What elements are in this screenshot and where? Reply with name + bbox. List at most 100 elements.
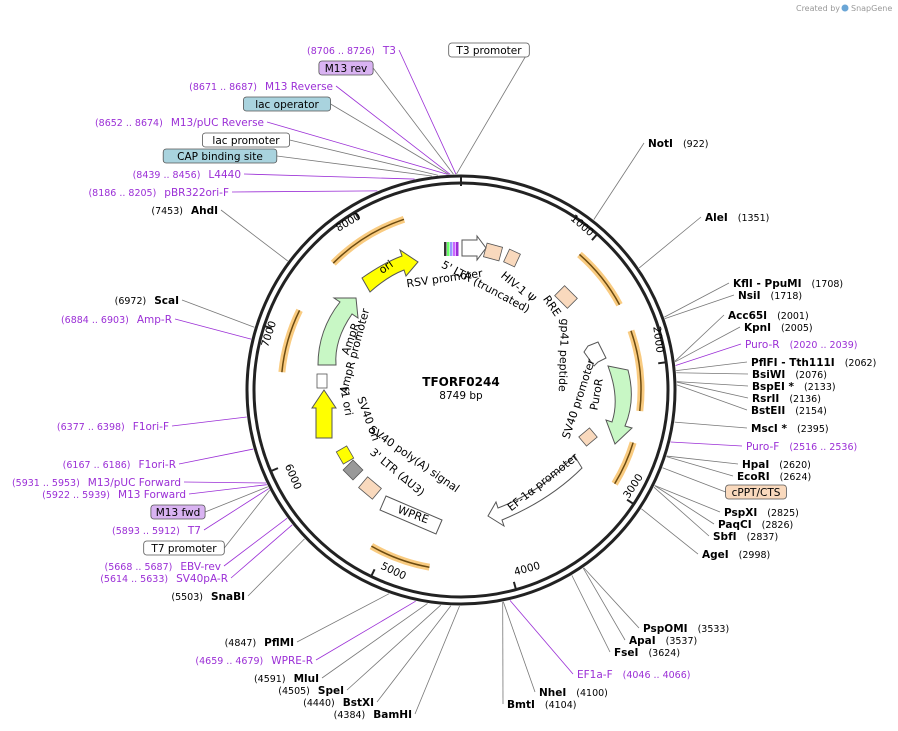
ltr-box <box>482 242 504 262</box>
leader-line <box>220 209 288 262</box>
label-ecori[interactable]: EcoRI(2624) <box>737 471 811 483</box>
label-acc65i[interactable]: Acc65I(2001) <box>728 310 809 322</box>
label-text: (4505)SpeI <box>278 685 344 697</box>
label-t3[interactable]: (8706 .. 8726)T3 <box>307 45 396 57</box>
label-text: (5922 .. 5939)M13 Forward <box>42 489 186 501</box>
credit-brand: SnapGene <box>851 4 892 13</box>
label-sv40pa-r[interactable]: (5614 .. 5633)SV40pA-R <box>100 573 228 585</box>
leader-line <box>666 456 734 477</box>
leader-line <box>223 489 270 549</box>
label-lac-promoter[interactable]: lac promoter <box>201 132 290 148</box>
label-rsrii[interactable]: RsrII(2136) <box>752 393 821 405</box>
label-paqci[interactable]: PaqCI(2826) <box>718 519 793 531</box>
label-pbr322ori-f[interactable]: (8186 .. 8205)pBR322ori-F <box>88 187 229 199</box>
label-text: Puro-F(2516 .. 2536) <box>746 441 857 453</box>
label-f1ori-f[interactable]: (6377 .. 6398)F1ori-F <box>57 421 169 433</box>
label-text: lac promoter <box>212 135 280 147</box>
label-m13-reverse[interactable]: (8671 .. 8687)M13 Reverse <box>189 81 333 93</box>
leader-line <box>346 604 442 691</box>
label-text: BsiWI(2076) <box>752 369 827 381</box>
leader-line <box>171 416 247 427</box>
label-cppt-cts[interactable]: cPPT/CTS <box>725 484 787 500</box>
leader-line <box>181 299 255 328</box>
label-pflmi[interactable]: (4847)PflMI <box>225 637 294 649</box>
label-text: BmtI(4104) <box>507 699 576 711</box>
label-amp-r[interactable]: (6884 .. 6903)Amp-R <box>61 314 172 326</box>
label-pflfi-tth111i[interactable]: PflFI - Tth111I(2062) <box>751 357 876 369</box>
label-fsei[interactable]: FseI(3624) <box>614 647 680 659</box>
small-feature-strip <box>447 242 450 256</box>
label-noti[interactable]: NotI(922) <box>648 138 708 150</box>
leader-line <box>174 318 252 340</box>
label-text: M13 fwd <box>156 507 201 519</box>
label-lac-operator[interactable]: lac operator <box>242 96 331 112</box>
ampr-arrow <box>317 297 359 366</box>
label-spei[interactable]: (4505)SpeI <box>278 685 344 697</box>
label-hpai[interactable]: HpaI(2620) <box>742 459 811 471</box>
label-m13-puc-reverse[interactable]: (8652 .. 8674)M13/pUC Reverse <box>95 117 264 129</box>
leader-line <box>654 485 715 525</box>
label-ebv-rev[interactable]: (5668 .. 5687)EBV-rev <box>105 561 222 573</box>
label-nsii[interactable]: NsiI(1718) <box>738 290 802 302</box>
leader-line <box>509 600 574 675</box>
tick-6000 <box>270 467 279 473</box>
credit-text: Created by <box>796 4 840 13</box>
leader-line <box>664 294 735 319</box>
label-cap-binding-site[interactable]: CAP binding site <box>162 148 278 164</box>
label-wpre-r[interactable]: (4659 .. 4679)WPRE-R <box>195 655 313 667</box>
label-m13-puc-forward[interactable]: (5931 .. 5953)M13/pUC Forward <box>12 477 181 489</box>
label-f1ori-r[interactable]: (6167 .. 6186)F1ori-R <box>63 459 176 471</box>
feature-arc-core <box>614 442 634 485</box>
label-agei[interactable]: AgeI(2998) <box>702 549 770 561</box>
leader-line <box>230 524 293 579</box>
label-mlui[interactable]: (4591)MluI <box>254 673 319 685</box>
leader-line <box>593 142 645 220</box>
tick-4000 <box>512 581 517 590</box>
label-t3-promoter[interactable]: T3 promoter <box>448 42 530 58</box>
tick-7000 <box>263 324 273 330</box>
label-bamhi[interactable]: (4384)BamHI <box>334 709 412 721</box>
label-t7[interactable]: (5893 .. 5912)T7 <box>112 525 201 537</box>
label-scai[interactable]: (6972)ScaI <box>115 295 179 307</box>
label-apai[interactable]: ApaI(3537) <box>629 635 697 647</box>
label-t7-promoter[interactable]: T7 promoter <box>143 540 225 556</box>
leader-line <box>204 486 269 513</box>
label-m13-rev[interactable]: M13 rev <box>318 60 374 76</box>
label-pspxi[interactable]: PspXI(2825) <box>724 507 799 519</box>
leader-line <box>674 314 725 362</box>
label-bsteii[interactable]: BstEII(2154) <box>751 405 827 417</box>
label-bsiwi[interactable]: BsiWI(2076) <box>752 369 827 381</box>
label-puro-f[interactable]: Puro-F(2516 .. 2536) <box>746 441 857 453</box>
label-nhei[interactable]: NheI(4100) <box>539 687 608 699</box>
label-text: T3 promoter <box>455 45 522 57</box>
label-ef1a-f[interactable]: EF1a-F(4046 .. 4066) <box>577 669 690 681</box>
feature-arc-core <box>371 545 430 568</box>
label-ahdi[interactable]: (7453)AhdI <box>151 205 218 217</box>
label-alei[interactable]: AleI(1351) <box>705 212 769 224</box>
label-bmti[interactable]: BmtI(4104) <box>507 699 576 711</box>
label-kpni[interactable]: KpnI(2005) <box>744 322 813 334</box>
ori-arrow <box>361 248 419 293</box>
label-pspomi[interactable]: PspOMI(3533) <box>643 623 729 635</box>
label-puro-r[interactable]: Puro-R(2020 .. 2039) <box>745 339 857 351</box>
leader-line <box>203 488 270 531</box>
label-text: (8186 .. 8205)pBR322ori-F <box>88 187 229 199</box>
label-msci[interactable]: MscI *(2395) <box>751 423 829 435</box>
label-m13-fwd[interactable]: M13 fwd <box>150 504 206 520</box>
label-bstxi[interactable]: (4440)BstXI <box>303 697 374 709</box>
label-snabi[interactable]: (5503)SnaBI <box>171 591 245 603</box>
leader-line <box>178 448 254 465</box>
label-text: lac operator <box>255 99 319 111</box>
label-sbfi[interactable]: SbfI(2837) <box>713 531 778 543</box>
label-bspei[interactable]: BspEI *(2133) <box>752 381 836 393</box>
label-text: NheI(4100) <box>539 687 608 699</box>
label-m13-forward[interactable]: (5922 .. 5939)M13 Forward <box>42 489 186 501</box>
label-l4440[interactable]: (8439 .. 8456)L4440 <box>133 169 241 181</box>
label-text: ApaI(3537) <box>629 635 697 647</box>
small-feature-strip <box>453 242 456 256</box>
leader-line <box>582 567 626 641</box>
label-kfli-ppumi[interactable]: KflI - PpuMI(1708) <box>733 278 843 290</box>
puror-arrow <box>605 365 633 445</box>
feature-label-ef-1-promoter: EF-1α promoter <box>505 450 581 514</box>
